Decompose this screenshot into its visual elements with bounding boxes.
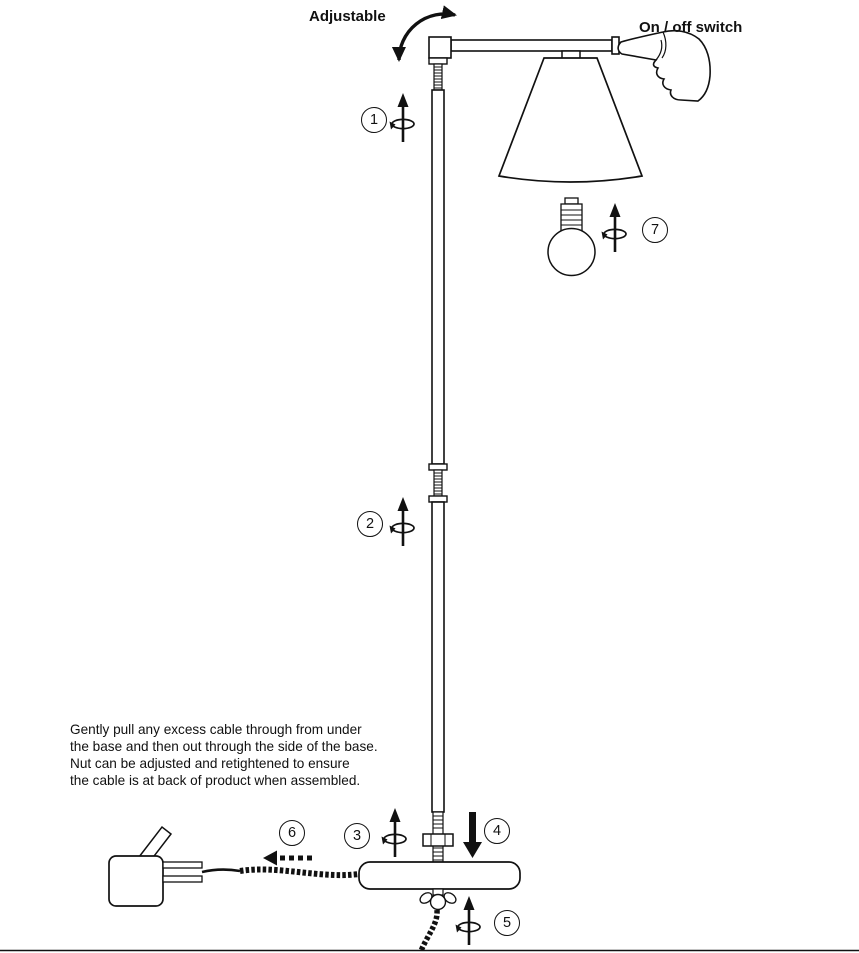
lower-pole: [431, 501, 445, 813]
cable-below-base: [418, 909, 440, 953]
mid-thread-connector: [433, 469, 443, 497]
hand-pointer-icon: [617, 29, 711, 102]
push-down-arrow-icon: [463, 812, 482, 858]
step-badge-7: 7: [642, 217, 668, 243]
step-badge-2: 2: [357, 511, 383, 537]
screw-rotate-icon: [380, 806, 408, 859]
lamp-frame: [422, 36, 620, 863]
step-badge-3: 3: [344, 823, 370, 849]
top-thread-connector: [433, 63, 443, 91]
instructions-line: the cable is at back of product when ass…: [70, 773, 361, 788]
power-cable-braided: [239, 866, 360, 879]
corner-joint: [428, 36, 452, 59]
pull-cable-arrow-icon: [263, 850, 312, 866]
power-plug-icon: [108, 825, 203, 907]
adjustable-label: Adjustable: [309, 8, 386, 25]
step-badge-5: 5: [494, 910, 520, 936]
screw-rotate-icon: [600, 201, 628, 254]
on-off-switch-label: On / off switch: [639, 19, 743, 36]
light-bulb: [547, 197, 596, 277]
screw-rotate-icon: [388, 495, 416, 548]
step-badge-6: 6: [279, 820, 305, 846]
instructions-line: Gently pull any excess cable through fro…: [70, 722, 362, 737]
upper-pole: [431, 89, 445, 465]
step-badge-1: 1: [361, 107, 387, 133]
lamp-shade: [497, 50, 644, 183]
pole-nut: [422, 833, 454, 847]
lamp-base: [358, 861, 521, 890]
instructions-line: the base and then out through the side o…: [70, 739, 378, 754]
step-badge-4: 4: [484, 818, 510, 844]
instructions-text: Gently pull any excess cable through fro…: [70, 721, 378, 789]
power-cable-plain: [201, 868, 241, 874]
screw-rotate-icon: [388, 91, 416, 144]
instructions-line: Nut can be adjusted and retightened to e…: [70, 756, 350, 771]
cable-grip-nut: [419, 888, 457, 911]
screw-rotate-icon: [454, 894, 482, 947]
adjustable-rotation-arrow: [391, 5, 457, 62]
